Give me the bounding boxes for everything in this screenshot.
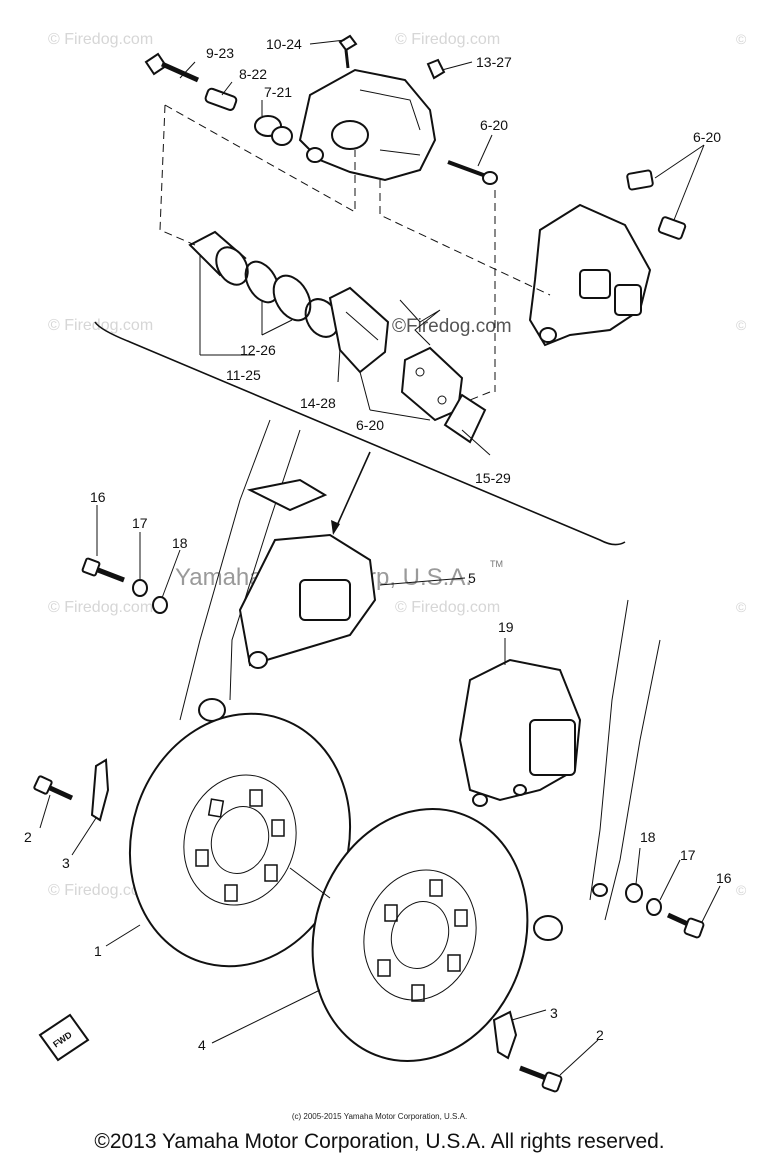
brake-disc-4 — [311, 808, 529, 1062]
label-3-left: 3 — [62, 855, 70, 871]
bolt-9-23 — [144, 52, 200, 83]
caliper-body — [298, 68, 437, 182]
bracket-arrow — [334, 451, 371, 531]
washer-18-left — [152, 596, 168, 614]
label-5: 5 — [468, 570, 476, 586]
copyright-notice: ©2013 Yamaha Motor Corporation, U.S.A. A… — [94, 1130, 665, 1153]
label-8-22: 8-22 — [239, 66, 267, 82]
label-12-26: 12-26 — [240, 342, 276, 358]
bleeder-10-24 — [338, 34, 358, 69]
piston-11-25 — [188, 230, 249, 286]
brake-pad-14-28 — [328, 286, 390, 374]
label-11-25: 11-25 — [226, 367, 261, 383]
watermark-site: © Firedog.com — [395, 31, 500, 48]
label-13-27: 13-27 — [476, 54, 512, 70]
label-6-20-a: 6-20 — [480, 117, 508, 133]
fwd-badge: FWD — [38, 1013, 90, 1062]
label-17-right: 17 — [680, 847, 696, 863]
label-16-right: 16 — [716, 870, 732, 886]
svg-text:©: © — [736, 31, 747, 47]
group-bracket — [94, 321, 626, 546]
washer-17-right — [646, 898, 662, 916]
bolt-2-left — [33, 775, 74, 801]
label-9-23: 9-23 — [206, 45, 234, 61]
right-fork-caliper — [458, 599, 705, 941]
label-15-29: 15-29 — [475, 470, 511, 486]
leader-lines — [39, 39, 721, 1076]
label-3-right: 3 — [550, 1005, 558, 1021]
watermark-site: © Firedog.com — [48, 882, 153, 899]
screw-6-20 — [447, 160, 498, 185]
label-16-left: 16 — [90, 489, 106, 505]
pin-8-22 — [204, 87, 238, 111]
watermark-site: © Firedog.com — [48, 317, 153, 334]
svg-text:©: © — [736, 882, 747, 898]
clip-13-27 — [426, 58, 446, 80]
bushing-7-21 — [254, 115, 293, 146]
label-14-28: 14-28 — [300, 395, 336, 411]
exploded-caliper-group — [94, 34, 687, 546]
left-fork-caliper — [81, 419, 377, 722]
caliper-assembly-side — [528, 169, 687, 347]
watermark-site: © Firedog.com — [395, 599, 500, 616]
watermark-site: © Firedog.com — [48, 31, 153, 48]
small-copyright: (c) 2005-2015 Yamaha Motor Corporation, … — [291, 1112, 468, 1121]
bolt-16-left — [81, 557, 125, 583]
svg-text:©: © — [736, 317, 747, 333]
watermark-site: © Firedog.com — [48, 599, 153, 616]
washer-17-left — [132, 579, 148, 597]
spring-clip — [399, 299, 441, 346]
label-19: 19 — [498, 619, 514, 635]
label-17-left: 17 — [132, 515, 148, 531]
bolt-2-right — [519, 1065, 563, 1093]
label-4: 4 — [198, 1037, 206, 1053]
bolt-16-right — [666, 912, 705, 939]
lock-plate-3-left — [90, 758, 110, 822]
lock-plate-3-right — [492, 1010, 518, 1060]
washer-18-right — [625, 883, 643, 903]
label-6-20-c: 6-20 — [356, 417, 384, 433]
seals-12-26 — [244, 260, 340, 338]
watermark-site-inline: ©Firedog.com — [392, 316, 512, 337]
label-10-24: 10-24 — [266, 36, 302, 52]
watermark-tm: TM — [490, 559, 503, 569]
label-2-left: 2 — [24, 829, 32, 845]
shim-15-29 — [443, 393, 487, 444]
svg-text:©: © — [736, 599, 747, 615]
label-18-right: 18 — [640, 829, 656, 845]
label-6-20-b: 6-20 — [693, 129, 721, 145]
label-18-left: 18 — [172, 535, 188, 551]
label-2-right: 2 — [596, 1027, 604, 1043]
label-1: 1 — [94, 943, 102, 959]
part-labels: 9-23 10-24 8-22 7-21 13-27 6-20 6-20 12-… — [24, 36, 732, 1053]
label-7-21: 7-21 — [264, 84, 292, 100]
